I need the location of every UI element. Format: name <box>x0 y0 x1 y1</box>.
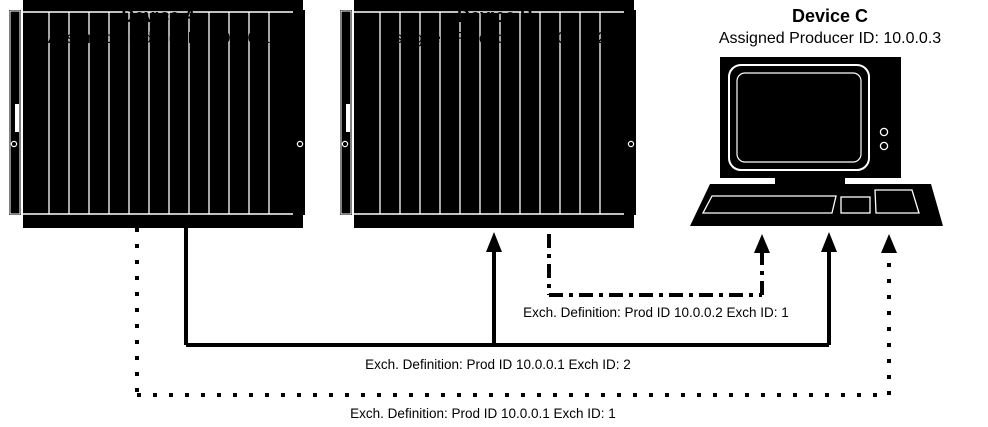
arrowhead-icon <box>754 234 770 253</box>
device-b-name: Device B <box>456 6 534 26</box>
exchange-a-to-c-dotted-label: Exch. Definition: Prod ID 10.0.0.1 Exch … <box>338 406 628 421</box>
device-a-name: Device A <box>121 6 197 26</box>
exchange-b-to-c-label: Exch. Definition: Prod ID 10.0.0.2 Exch … <box>497 305 815 320</box>
arrowhead-icon <box>486 232 502 252</box>
exchange-a-solid-label: Exch. Definition: Prod ID 10.0.0.1 Exch … <box>353 357 643 372</box>
device-c-computer-icon <box>690 57 943 226</box>
device-b-producer-id: Assigned Producer ID: 10.0.0.2 <box>383 30 607 47</box>
device-c-producer-id: Assigned Producer ID: 10.0.0.3 <box>718 30 942 47</box>
exchange-a-to-c-dotted-line <box>135 228 891 397</box>
device-a-producer-id: Assigned Producer ID: 10.0.0.1 <box>47 30 271 47</box>
device-c-name: Device C <box>791 6 869 26</box>
exchange-a-solid-line <box>184 228 831 347</box>
exchange-b-to-c-line <box>547 234 764 297</box>
arrowhead-icon <box>881 234 897 253</box>
arrowhead-icon <box>821 232 837 252</box>
